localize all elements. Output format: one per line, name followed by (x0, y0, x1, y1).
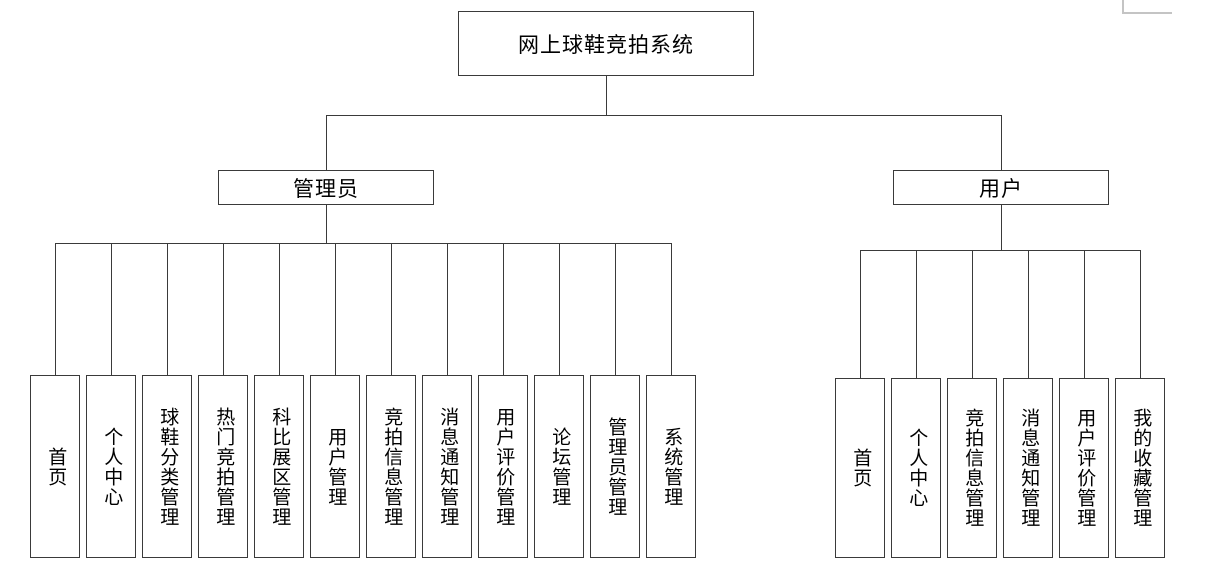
connector-top-bus (326, 115, 1001, 116)
connector-admin-drop (335, 243, 336, 375)
node-root[interactable]: 网上球鞋竞拍系统 (458, 11, 754, 76)
connector-to-admin (326, 115, 327, 170)
node-leaf-admin-6[interactable]: 竞拍信息管理 (366, 375, 416, 558)
node-branch-label: 管理员 (293, 176, 359, 201)
connector-admin-drop (447, 243, 448, 375)
node-leaf-admin-8[interactable]: 用户评价管理 (478, 375, 528, 558)
connector-admin-bus (55, 243, 671, 244)
connector-admin-drop (167, 243, 168, 375)
connector-admin-drop (503, 243, 504, 375)
connector-user-stem (1001, 205, 1002, 250)
connector-admin-drop (223, 243, 224, 375)
connector-admin-drop (671, 243, 672, 375)
connector-user-drop (916, 250, 917, 378)
connector-admin-drop (279, 243, 280, 375)
node-branch-admin[interactable]: 管理员 (218, 170, 434, 205)
node-leaf-label: 个人中心 (101, 426, 123, 507)
connector-admin-stem (326, 205, 327, 243)
node-leaf-admin-0[interactable]: 首页 (30, 375, 80, 558)
node-leaf-admin-4[interactable]: 科比展区管理 (254, 375, 304, 558)
node-leaf-label: 球鞋分类管理 (157, 406, 179, 527)
connector-user-drop (860, 250, 861, 378)
node-leaf-label: 用户管理 (325, 426, 347, 507)
connector-user-drop (1140, 250, 1141, 378)
node-leaf-label: 科比展区管理 (269, 406, 291, 527)
connector-user-drop (1084, 250, 1085, 378)
connector-user-bus (860, 250, 1140, 251)
node-leaf-user-5[interactable]: 我的收藏管理 (1115, 378, 1165, 558)
connector-admin-drop (615, 243, 616, 375)
node-leaf-admin-1[interactable]: 个人中心 (86, 375, 136, 558)
connector-admin-drop (559, 243, 560, 375)
connector-admin-drop (55, 243, 56, 375)
connector-root-stem (606, 76, 607, 115)
node-leaf-label: 首页 (45, 446, 67, 487)
connector-admin-drop (391, 243, 392, 375)
node-branch-user[interactable]: 用户 (893, 170, 1109, 205)
connector-user-drop (1028, 250, 1029, 378)
node-root-label: 网上球鞋竞拍系统 (518, 32, 694, 57)
node-leaf-admin-9[interactable]: 论坛管理 (534, 375, 584, 558)
node-branch-label: 用户 (979, 176, 1023, 201)
node-leaf-user-3[interactable]: 消息通知管理 (1003, 378, 1053, 558)
node-leaf-label: 论坛管理 (549, 426, 571, 507)
node-leaf-admin-3[interactable]: 热门竞拍管理 (198, 375, 248, 558)
node-leaf-label: 竞拍信息管理 (962, 408, 984, 528)
node-leaf-label: 系统管理 (661, 426, 683, 507)
node-leaf-user-1[interactable]: 个人中心 (891, 378, 941, 558)
node-leaf-label: 个人中心 (906, 428, 928, 508)
node-leaf-user-2[interactable]: 竞拍信息管理 (947, 378, 997, 558)
node-leaf-label: 竞拍信息管理 (381, 406, 403, 527)
node-leaf-label: 热门竞拍管理 (213, 406, 235, 527)
node-leaf-label: 消息通知管理 (1018, 408, 1040, 528)
connector-user-drop (972, 250, 973, 378)
node-leaf-label: 我的收藏管理 (1130, 408, 1152, 528)
node-leaf-admin-2[interactable]: 球鞋分类管理 (142, 375, 192, 558)
node-leaf-admin-7[interactable]: 消息通知管理 (422, 375, 472, 558)
connector-to-user (1001, 115, 1002, 170)
node-leaf-label: 管理员管理 (605, 416, 627, 517)
node-leaf-admin-10[interactable]: 管理员管理 (590, 375, 640, 558)
node-leaf-user-4[interactable]: 用户评价管理 (1059, 378, 1109, 558)
node-leaf-user-0[interactable]: 首页 (835, 378, 885, 558)
connector-admin-drop (111, 243, 112, 375)
node-leaf-label: 消息通知管理 (437, 406, 459, 527)
node-leaf-admin-11[interactable]: 系统管理 (646, 375, 696, 558)
node-leaf-label: 用户评价管理 (493, 406, 515, 527)
node-leaf-label: 首页 (850, 448, 872, 488)
stray-border-artifact (1122, 0, 1172, 14)
node-leaf-label: 用户评价管理 (1074, 408, 1096, 528)
node-leaf-admin-5[interactable]: 用户管理 (310, 375, 360, 558)
